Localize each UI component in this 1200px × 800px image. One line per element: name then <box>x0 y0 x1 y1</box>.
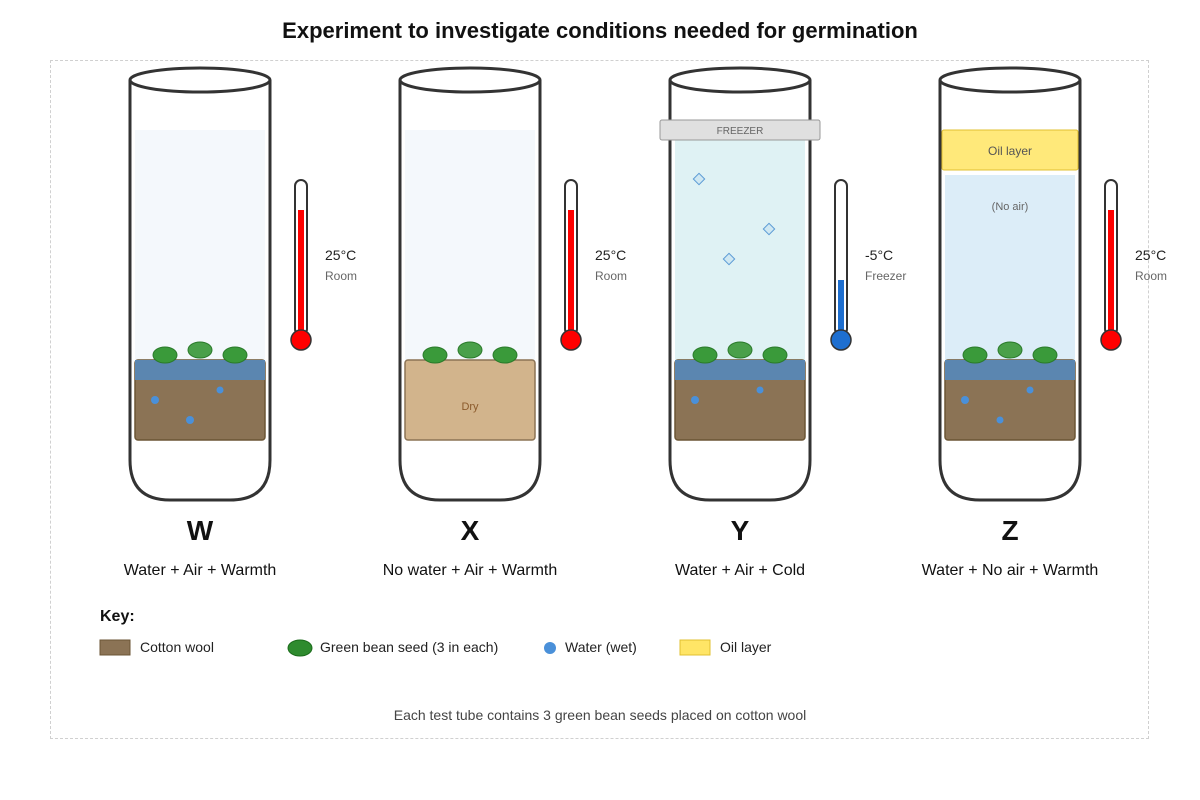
water-layer <box>135 360 265 380</box>
seed <box>1032 346 1058 364</box>
tube-condition: Water + Air + Warmth <box>124 562 277 579</box>
location-label: Freezer <box>865 269 906 283</box>
tube-outline <box>398 80 542 502</box>
thermometer <box>1100 179 1122 351</box>
dry-cotton-wool <box>404 359 536 441</box>
tube-letter: Y <box>731 515 750 546</box>
tube-condition: Water + Air + Cold <box>675 562 805 579</box>
seed <box>422 346 448 364</box>
tube-rim <box>128 66 272 94</box>
thermometer-bulb <box>290 329 312 351</box>
air-space <box>135 130 265 360</box>
mercury-column <box>568 210 574 335</box>
thermometer-bulb <box>1100 329 1122 351</box>
ice-crystal <box>692 172 706 186</box>
water-droplet <box>216 386 224 394</box>
key-label-seed: Green bean seed (3 in each) <box>320 639 498 655</box>
footer-note: Each test tube contains 3 green bean see… <box>393 707 807 723</box>
water-droplet <box>151 396 159 404</box>
freezer-label: FREEZER <box>717 126 764 137</box>
key-label-oil: Oil layer <box>720 639 772 655</box>
tube-letter: W <box>187 515 214 546</box>
mercury-column <box>838 280 844 335</box>
temperature-label: 25°C <box>325 247 356 263</box>
seed <box>962 346 988 364</box>
thermometer-bulb <box>830 329 852 351</box>
water-layer <box>675 360 805 380</box>
seed <box>152 346 178 364</box>
seed <box>492 346 518 364</box>
temperature-label: -5°C <box>865 247 893 263</box>
thermometer <box>830 179 852 351</box>
location-label: Room <box>325 269 357 283</box>
water-droplet <box>691 396 699 404</box>
seed <box>727 341 753 359</box>
water-droplet <box>756 386 764 394</box>
oil-layer <box>941 129 1079 171</box>
tube-outline <box>668 80 812 502</box>
tube-rim <box>398 66 542 94</box>
tube-letter: X <box>461 515 480 546</box>
mercury-column <box>298 210 304 335</box>
tube-y: FREEZER -5°C Freezer Y Water + Air + Col… <box>659 66 906 579</box>
seed <box>457 341 483 359</box>
location-label: Room <box>1135 269 1167 283</box>
freezer-ice-space <box>675 140 805 360</box>
seed <box>692 346 718 364</box>
water-droplet <box>961 396 969 404</box>
tube-rim <box>938 66 1082 94</box>
no-air-label: (No air) <box>992 201 1029 213</box>
temperature-label: 25°C <box>595 247 626 263</box>
key-swatch-oil <box>679 639 711 656</box>
diagram-frame <box>50 60 1149 739</box>
ice-crystal <box>762 222 776 236</box>
tube-letter: Z <box>1001 515 1018 546</box>
location-label: Room <box>595 269 627 283</box>
key-heading: Key: <box>100 608 135 625</box>
key: Key: Cotton wool Green bean seed (3 in e… <box>99 608 772 657</box>
temperature-label: 25°C <box>1135 247 1166 263</box>
tube-x: Dry 25°C Room X No water + Air + Warmth <box>383 66 627 579</box>
boiled-water-space <box>945 175 1075 360</box>
ice-crystal <box>722 252 736 266</box>
tube-outline <box>128 80 272 502</box>
key-label-water: Water (wet) <box>565 639 637 655</box>
air-space <box>405 130 535 360</box>
oil-layer-label: Oil layer <box>988 144 1032 158</box>
seed <box>222 346 248 364</box>
freezer-label-box <box>659 119 821 141</box>
tube-z: (No air) Oil layer 25°C Room Z Water + N… <box>922 66 1167 579</box>
tube-condition: Water + No air + Warmth <box>922 562 1099 579</box>
key-swatch-cotton-wool <box>99 639 131 656</box>
tube-w: 25°C Room W Water + Air + Warmth <box>124 66 357 579</box>
key-swatch-water <box>544 642 556 654</box>
seed <box>762 346 788 364</box>
water-droplet <box>996 416 1004 424</box>
seed <box>187 341 213 359</box>
seed <box>997 341 1023 359</box>
water-layer <box>945 360 1075 380</box>
key-swatch-seed <box>287 639 313 657</box>
tube-rim <box>668 66 812 94</box>
thermometer <box>560 179 582 351</box>
thermometer-bulb <box>560 329 582 351</box>
key-label-cotton-wool: Cotton wool <box>140 639 214 655</box>
mercury-column <box>1108 210 1114 335</box>
thermometer <box>290 179 312 351</box>
water-droplet <box>186 416 194 424</box>
tube-condition: No water + Air + Warmth <box>383 562 558 579</box>
page-title: Experiment to investigate conditions nee… <box>282 18 918 43</box>
dry-label: Dry <box>461 401 479 413</box>
tube-outline <box>938 80 1082 502</box>
water-droplet <box>1026 386 1034 394</box>
